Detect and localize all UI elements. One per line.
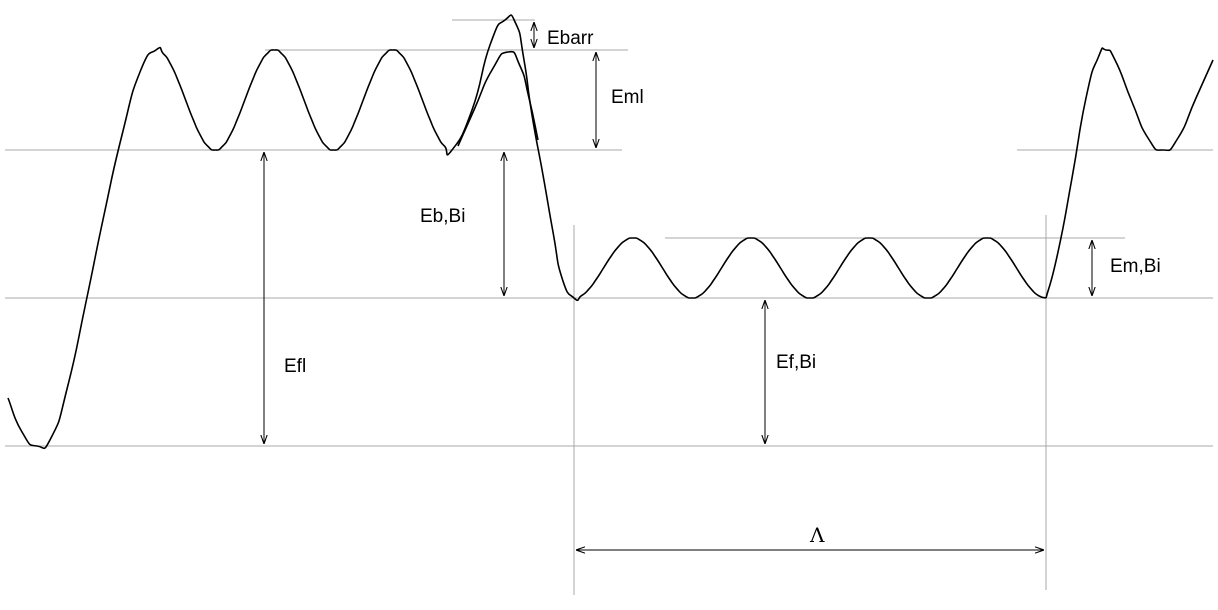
efl-label: Efl [284, 356, 306, 377]
em-bi-label: Em,Bi [1110, 256, 1161, 277]
ef-bi-label: Ef,Bi [776, 352, 816, 373]
dimension-arrows [264, 22, 1092, 550]
potential-curve-right [1045, 47, 1214, 299]
potential-curve [7, 14, 1047, 450]
eml-label: Eml [611, 87, 644, 108]
reference-lines [5, 19, 1213, 595]
labels: Ebarr Eml Eb,Bi Efl Em,Bi Ef,Bi Λ [284, 28, 1161, 547]
lambda-label: Λ [809, 523, 825, 547]
barrier-peak-curve [457, 50, 539, 147]
ebarr-label: Ebarr [547, 28, 594, 49]
potential-curves [7, 14, 1214, 450]
eb-bi-label: Eb,Bi [420, 206, 465, 227]
